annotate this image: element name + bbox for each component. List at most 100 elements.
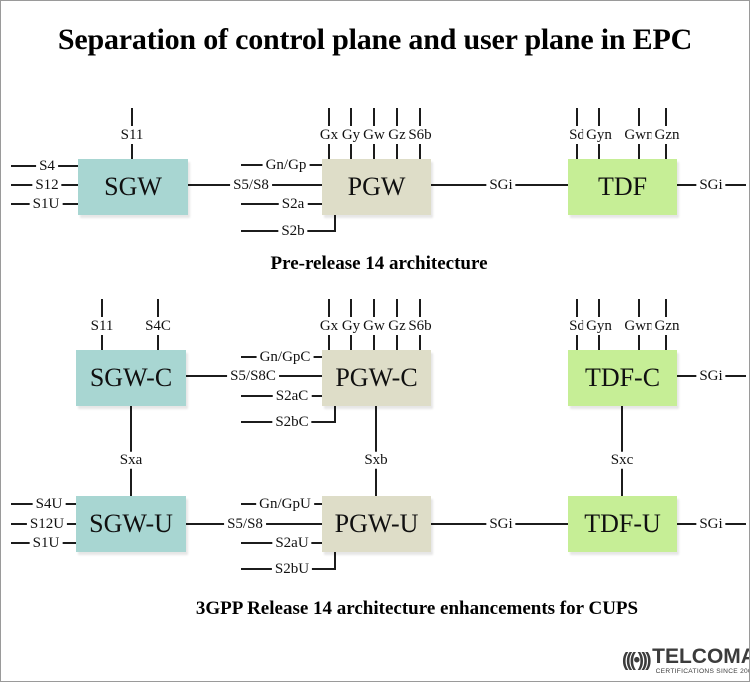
connector-line (373, 299, 375, 317)
if-label-gyn-c: Gyn (583, 317, 615, 335)
if-label-s5s8: S5/S8 (230, 176, 272, 194)
if-label-gwn: Gwn (621, 126, 657, 144)
node-sgw: SGW (78, 159, 188, 215)
connector-line (665, 299, 667, 317)
connector-line (350, 299, 352, 317)
if-label-s11-c: S11 (87, 317, 117, 335)
connector-line (396, 144, 398, 159)
if-label-s5s8c: S5/S8C (227, 367, 279, 385)
connector-line (638, 144, 640, 159)
if-label-s2a: S2a (278, 195, 308, 213)
if-label-sd: Sd (566, 126, 588, 144)
connector-line (328, 299, 330, 317)
connector-line (328, 335, 330, 350)
if-label-sxc: Sxc (607, 451, 637, 469)
if-label-s2bc: S2bC (272, 413, 312, 431)
node-tdf-c: TDF-C (568, 350, 677, 406)
connector-line (131, 144, 133, 159)
if-label-gx: Gx (316, 126, 342, 144)
logo-name: TELCOMA (652, 645, 750, 668)
connector-line (419, 108, 421, 126)
connector-line (334, 406, 336, 423)
connector-line (598, 299, 600, 317)
if-label-gz: Gz (385, 126, 409, 144)
connector-line (373, 335, 375, 350)
connector-line (665, 108, 667, 126)
logo-tagline: CERTIFICATIONS SINCE 2009 (655, 668, 750, 675)
if-label-gw: Gw (360, 126, 388, 144)
node-pgw: PGW (322, 159, 431, 215)
if-label-s6b-c: S6b (405, 317, 435, 335)
connector-line (328, 108, 330, 126)
logo-text: TELCOMA CERTIFICATIONS SINCE 2009 (652, 645, 750, 675)
connector-line (419, 335, 421, 350)
connector-line (328, 144, 330, 159)
if-label-s6b: S6b (405, 126, 435, 144)
connector-line (576, 335, 578, 350)
if-label-gx-c: Gx (316, 317, 342, 335)
if-label-s4: S4 (36, 157, 58, 175)
if-label-s2b: S2b (278, 222, 308, 240)
if-label-gw-c: Gw (360, 317, 388, 335)
if-label-s1u: S1U (29, 195, 63, 213)
if-label-s4u: S4U (32, 495, 66, 513)
connector-line (157, 299, 159, 317)
node-tdf-u: TDF-U (568, 496, 677, 552)
if-label-gz-c: Gz (385, 317, 409, 335)
connector-line (419, 299, 421, 317)
caption-release-14-cups: 3GPP Release 14 architecture enhancement… (195, 598, 639, 619)
connector-line (334, 215, 336, 232)
radio-waves-icon: (((•))) (622, 649, 652, 671)
if-label-s11: S11 (117, 126, 147, 144)
connector-line (396, 335, 398, 350)
connector-line (350, 335, 352, 350)
node-sgw-u: SGW-U (76, 496, 186, 552)
connector-line (396, 108, 398, 126)
if-label-s2ac: S2aC (272, 387, 312, 405)
node-tdf: TDF (568, 159, 677, 215)
if-label-sgi-tdfc-out: SGi (696, 367, 726, 385)
connector-line (350, 144, 352, 159)
connector-line (665, 144, 667, 159)
connector-line (638, 108, 640, 126)
caption-pre-release-14: Pre-release 14 architecture (270, 253, 488, 274)
if-label-gzn: Gzn (651, 126, 683, 144)
if-label-gn-gpc: Gn/GpC (256, 348, 314, 366)
if-label-sgi-pgw-tdf: SGi (486, 176, 516, 194)
connector-line (598, 144, 600, 159)
connector-line (419, 144, 421, 159)
connector-line (101, 335, 103, 350)
connector-line (576, 108, 578, 126)
page-title: Separation of control plane and user pla… (57, 23, 693, 56)
if-label-s4c: S4C (142, 317, 174, 335)
connector-line (576, 144, 578, 159)
node-pgw-c: PGW-C (322, 350, 431, 406)
node-pgw-u: PGW-U (322, 496, 431, 552)
connector-line (157, 335, 159, 350)
if-label-gy: Gy (338, 126, 364, 144)
connector-line (638, 299, 640, 317)
if-label-s12: S12 (32, 176, 62, 194)
if-label-sgi-tdf-out: SGi (696, 176, 726, 194)
if-label-gwn-c: Gwn (621, 317, 657, 335)
if-label-gn-gp: Gn/Gp (262, 156, 310, 174)
connector-line-sxb (375, 406, 377, 496)
if-label-sd-c: Sd (566, 317, 588, 335)
connector-line (373, 144, 375, 159)
if-label-s12u: S12U (26, 515, 68, 533)
connector-line-sxc (621, 406, 623, 496)
connector-line (598, 108, 600, 126)
node-sgw-c: SGW-C (76, 350, 186, 406)
connector-line (396, 299, 398, 317)
connector-line (638, 335, 640, 350)
connector-line (101, 299, 103, 317)
if-label-sxb: Sxb (361, 451, 391, 469)
if-label-gn-gpu: Gn/GpU (256, 495, 314, 513)
connector-line (131, 108, 133, 126)
if-label-sgi-pgwu-tdfu: SGi (486, 515, 516, 533)
connector-line (373, 108, 375, 126)
connector-line (350, 108, 352, 126)
if-label-s1u-u: S1U (29, 534, 63, 552)
if-label-s2bu: S2bU (271, 560, 313, 578)
